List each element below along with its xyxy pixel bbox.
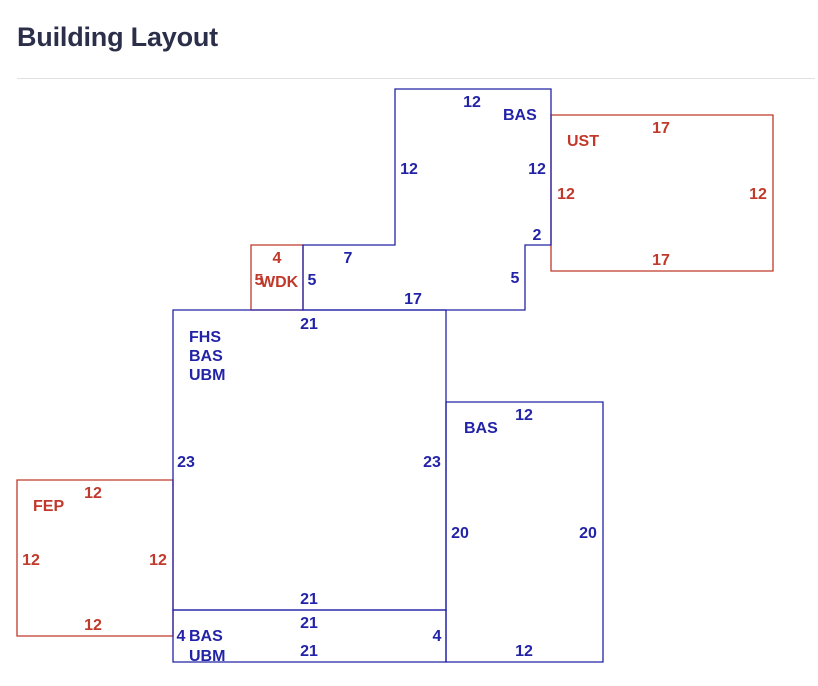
dim-label: 7 — [344, 250, 353, 267]
title-divider — [17, 78, 815, 79]
dim-label: 12 — [557, 186, 575, 203]
area-label-wdk: WDK — [260, 274, 299, 291]
dim-label: 21 — [300, 615, 318, 632]
dim-label: 23 — [423, 454, 441, 471]
area-label-line: UBM — [189, 367, 225, 384]
area-outline-bottom — [172, 609, 447, 663]
area-label-bas-right: BAS — [464, 420, 498, 437]
area-label-line: FHS — [189, 329, 221, 346]
dim-label: 17 — [404, 291, 422, 308]
area-outline-bas-right — [445, 401, 604, 663]
dim-label: 12 — [84, 617, 102, 634]
dim-label: 23 — [177, 454, 195, 471]
dim-label: 5 — [255, 272, 264, 289]
dim-label: 5 — [308, 272, 317, 289]
area-label-fep: FEP — [33, 498, 64, 515]
area-label-line: UBM — [189, 648, 225, 665]
dim-label: 12 — [463, 94, 481, 111]
dim-label: 5 — [511, 270, 520, 287]
dim-label: 17 — [652, 252, 670, 269]
area-label-line: BAS — [189, 348, 223, 365]
area-label-bas-top: BAS — [503, 107, 537, 124]
dim-label: 20 — [451, 525, 469, 542]
dim-label: 21 — [300, 643, 318, 660]
dim-label: 12 — [22, 552, 40, 569]
page-title: Building Layout — [17, 22, 218, 52]
dim-label: 4 — [433, 628, 442, 645]
dim-label: 4 — [273, 250, 282, 267]
dim-label: 21 — [300, 591, 318, 608]
area-label-line: UST — [567, 133, 599, 150]
area-outline-bas-top — [302, 88, 552, 311]
area-label-line: FEP — [33, 498, 64, 515]
area-label-line: BAS — [503, 107, 537, 124]
area-label-line: BAS — [464, 420, 498, 437]
dim-label: 17 — [652, 120, 670, 137]
dim-label: 2 — [533, 227, 542, 244]
dim-label: 12 — [749, 186, 767, 203]
dim-label: 12 — [84, 485, 102, 502]
area-label-line: BAS — [189, 628, 223, 645]
dim-label: 12 — [515, 643, 533, 660]
area-label-line: WDK — [260, 274, 299, 291]
dim-label: 12 — [400, 161, 418, 178]
dim-label: 12 — [528, 161, 546, 178]
dim-label: 12 — [515, 407, 533, 424]
dim-label: 4 — [177, 628, 186, 645]
area-label-ust: UST — [567, 133, 599, 150]
area-label-main: FHS BAS UBM — [189, 329, 227, 384]
dim-label: 12 — [149, 552, 167, 569]
area-label-bottom: BAS UBM — [189, 628, 227, 665]
dim-label: 20 — [579, 525, 597, 542]
dim-label: 21 — [300, 316, 318, 333]
